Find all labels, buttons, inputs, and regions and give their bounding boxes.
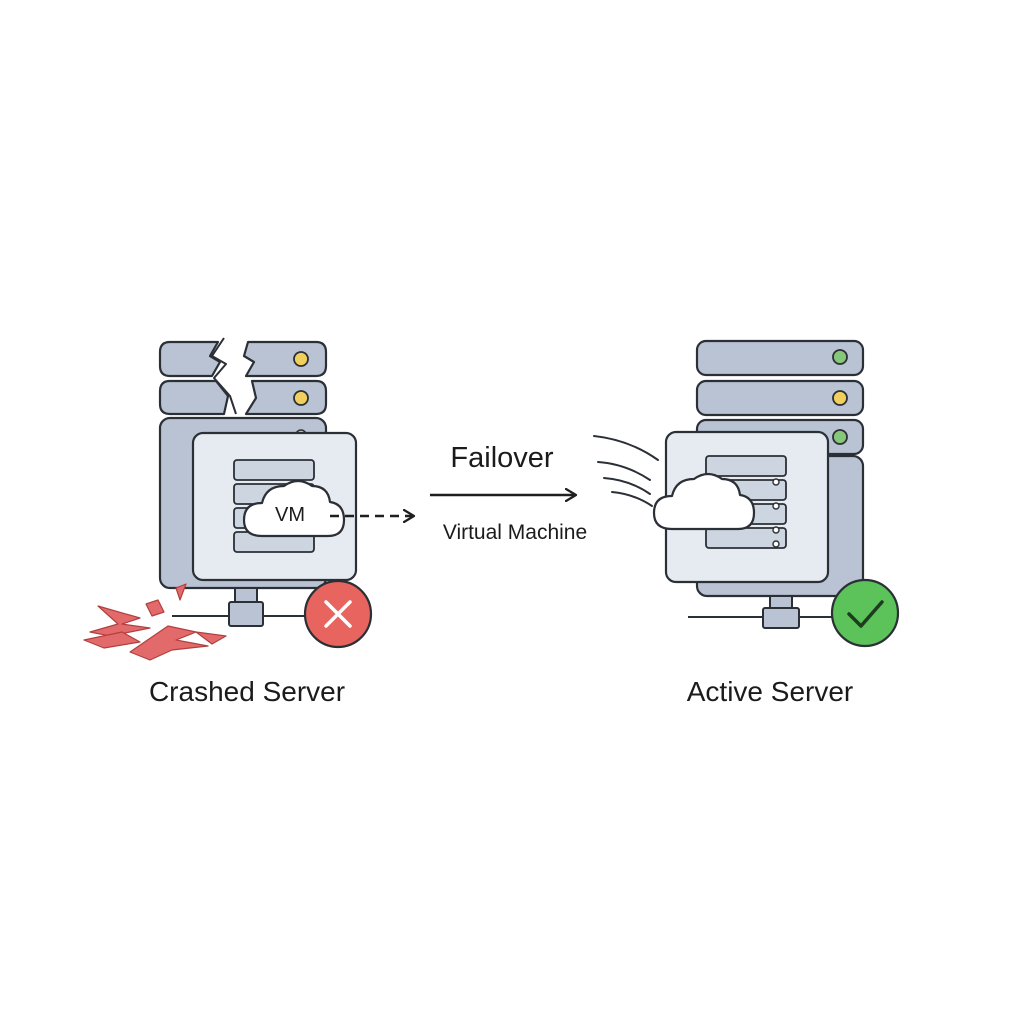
vm-cloud-icon	[242, 479, 346, 538]
drive-slot	[233, 459, 315, 481]
failure-badge	[303, 579, 373, 649]
drive-led	[772, 478, 780, 486]
rack-slot-mid-right	[244, 379, 328, 416]
server-pedestal	[769, 595, 793, 609]
rack-slot	[695, 339, 865, 377]
rack-slot	[695, 379, 865, 417]
rack-slot-mid-left	[158, 379, 230, 416]
status-led	[832, 390, 848, 406]
server-base	[228, 601, 264, 627]
crack-icon	[211, 337, 237, 415]
status-led	[832, 349, 848, 365]
drive-led	[772, 526, 780, 534]
drive-slot	[705, 455, 787, 477]
status-led	[293, 390, 309, 406]
debris-icon	[83, 583, 227, 661]
crashed-server: VM Crashed Server	[83, 337, 373, 707]
active-server-label: Active Server	[687, 676, 854, 707]
status-led	[293, 351, 309, 367]
rack-slot-top-left	[158, 340, 222, 378]
failover-transfer: Failover Virtual Machine	[330, 442, 587, 544]
success-badge	[830, 578, 900, 648]
vm-cloud-icon	[652, 472, 756, 531]
rack-slot-top-right	[242, 340, 328, 378]
status-led	[832, 429, 848, 445]
check-icon	[847, 600, 884, 628]
failover-title: Failover	[450, 442, 553, 474]
server-pedestal	[234, 587, 258, 603]
active-server: Active Server	[593, 339, 900, 707]
drive-led	[772, 502, 780, 510]
server-base	[762, 607, 800, 629]
failover-subtitle: Virtual Machine	[443, 521, 587, 544]
motion-lines-icon	[593, 435, 659, 507]
crashed-server-label: Crashed Server	[149, 676, 345, 707]
x-icon	[324, 600, 352, 628]
vm-label: VM	[275, 504, 305, 526]
drive-led	[772, 540, 780, 548]
